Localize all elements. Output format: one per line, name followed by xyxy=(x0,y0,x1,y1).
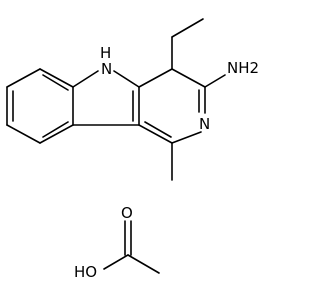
indole-n-label: N xyxy=(101,60,112,78)
chemical-structure: H N NH2 N O HO xyxy=(6,18,259,281)
pyridine-n-label: N xyxy=(199,115,210,133)
hydroxyl-label: HO xyxy=(74,263,97,281)
amine-label: NH2 xyxy=(227,59,259,77)
acetic-acid-molecule: O HO xyxy=(74,204,160,281)
carboline-molecule: H N NH2 N xyxy=(6,18,259,181)
indole-nh-label: H xyxy=(100,44,111,62)
carbonyl-oxygen-label: O xyxy=(121,204,133,222)
